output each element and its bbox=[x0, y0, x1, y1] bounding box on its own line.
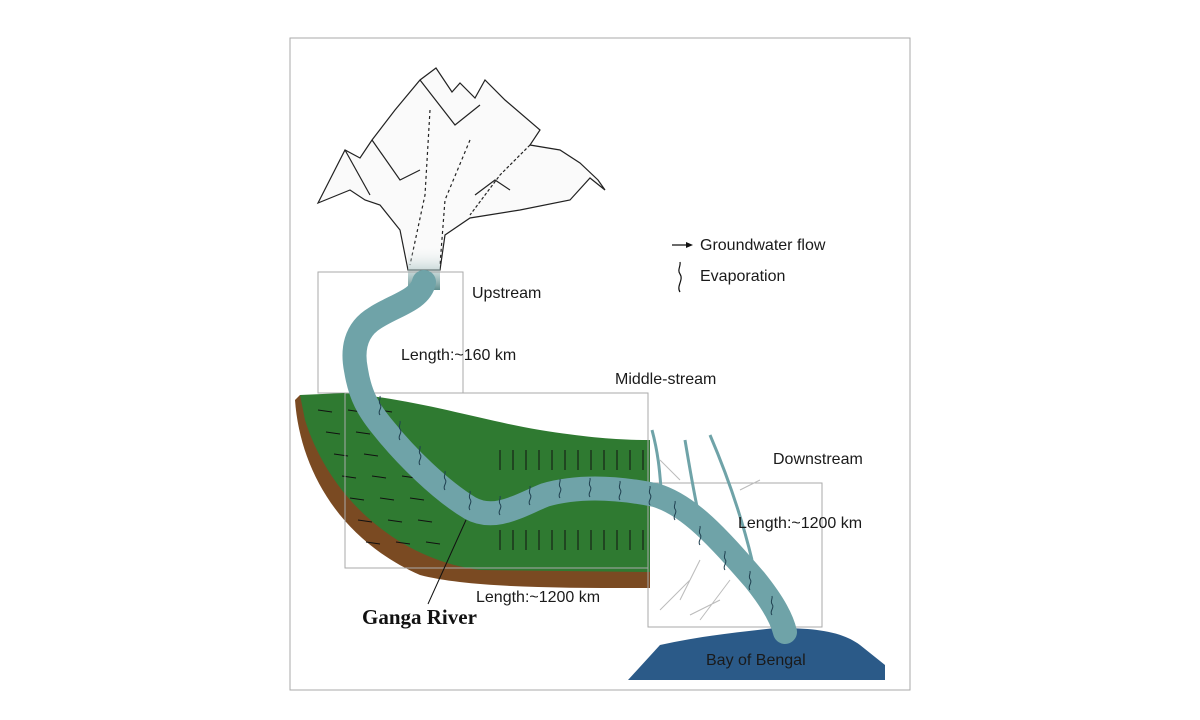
middle-stream-length: Length:~1200 km bbox=[476, 589, 600, 606]
evaporation-mark bbox=[588, 477, 592, 498]
evaporation-mark bbox=[558, 478, 562, 499]
upstream-title: Upstream bbox=[472, 285, 541, 302]
groundwater-arrow bbox=[425, 541, 441, 545]
evaporation-icon bbox=[678, 261, 682, 293]
groundwater-arrow bbox=[349, 497, 365, 501]
arrowhead-icon bbox=[686, 242, 693, 248]
groundwater-arrow bbox=[363, 453, 379, 457]
evaporation-mark bbox=[498, 495, 502, 516]
evaporation-mark bbox=[528, 485, 532, 506]
minor-channels bbox=[659, 459, 761, 621]
bay-of-bengal-label: Bay of Bengal bbox=[706, 652, 806, 669]
himalaya-mountains bbox=[316, 67, 606, 271]
groundwater-arrow bbox=[379, 497, 395, 501]
middle-stream-title: Middle-stream bbox=[615, 371, 716, 388]
downstream-title: Downstream bbox=[773, 451, 863, 468]
groundwater-arrow bbox=[317, 409, 333, 413]
evaporation-mark bbox=[378, 395, 382, 416]
groundwater-arrow bbox=[333, 453, 349, 457]
groundwater-arrow bbox=[357, 519, 373, 523]
groundwater-arrow bbox=[395, 541, 411, 545]
evaporation-marks bbox=[378, 395, 774, 616]
upstream-length: Length:~160 km bbox=[401, 347, 516, 364]
evaporation-mark bbox=[673, 500, 677, 521]
evaporation-mark bbox=[723, 550, 727, 571]
downstream-length: Length:~1200 km bbox=[738, 515, 862, 532]
downstream-box bbox=[647, 482, 823, 628]
groundwater-arrow bbox=[325, 431, 341, 435]
middle-stream-box bbox=[344, 392, 649, 569]
evaporation-mark bbox=[398, 420, 402, 441]
evaporation-mark bbox=[698, 525, 702, 546]
evaporation-mark bbox=[443, 470, 447, 491]
groundwater-arrow bbox=[387, 519, 403, 523]
legend-evaporation: Evaporation bbox=[700, 268, 785, 285]
groundwater-arrow bbox=[341, 475, 357, 479]
ganga-river-label: Ganga River bbox=[362, 605, 477, 629]
evaporation-mark bbox=[770, 595, 774, 616]
ganga-river bbox=[342, 270, 797, 644]
evaporation-mark bbox=[468, 490, 472, 511]
groundwater-arrow bbox=[371, 475, 387, 479]
bay-of-bengal bbox=[628, 628, 885, 680]
ganga-leader-line bbox=[427, 519, 467, 605]
groundwater-arrow bbox=[365, 541, 381, 545]
groundwater-arrow bbox=[355, 431, 371, 435]
evaporation-mark bbox=[648, 485, 652, 506]
groundwater-arrow bbox=[417, 519, 433, 523]
legend-groundwater-flow: Groundwater flow bbox=[700, 237, 826, 254]
legend: Groundwater flow Evaporation bbox=[672, 237, 826, 293]
evaporation-mark bbox=[418, 445, 422, 466]
evaporation-mark bbox=[748, 570, 752, 591]
evaporation-mark bbox=[618, 480, 622, 501]
groundwater-arrow bbox=[409, 497, 425, 501]
